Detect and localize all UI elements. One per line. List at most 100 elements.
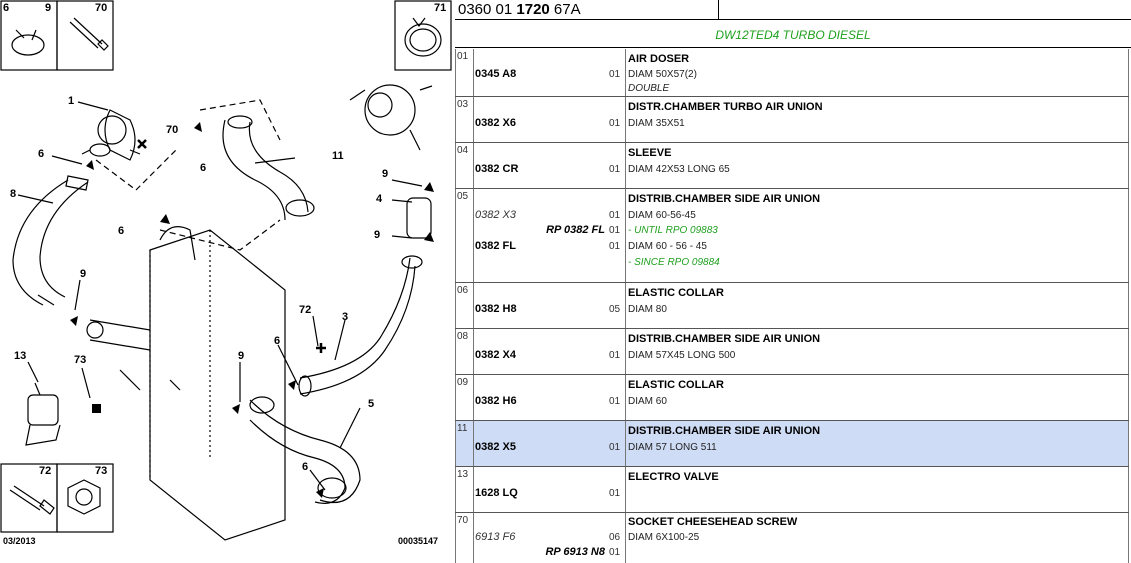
part-code[interactable]: 0382 H8 (475, 303, 517, 315)
callout-9d: 9 (238, 350, 245, 362)
part-qty-2: 01 (609, 225, 621, 236)
part-row-04[interactable]: 04 0382 CR 01 SLEEVE DIAM 42X53 LONG 65 (455, 143, 1129, 189)
part-row-13[interactable]: 13 1628 LQ 01 ELECTRO VALVE (455, 467, 1129, 513)
diagram-reference: 00035147 (398, 536, 439, 546)
part-qty: 01 (609, 442, 621, 453)
corner-label-73: 73 (95, 465, 108, 477)
part-qty-3: 01 (609, 241, 621, 252)
callout-5: 5 (368, 398, 375, 410)
part-title: ELECTRO VALVE (628, 471, 719, 483)
part-code[interactable]: 1628 LQ (475, 487, 518, 499)
part-title: ELASTIC COLLAR (628, 379, 724, 391)
part-rpo[interactable]: RP 6913 N8 (545, 546, 605, 558)
callout-9a: 9 (382, 168, 389, 180)
part-qty: 05 (609, 304, 621, 315)
part-code[interactable]: 0382 FL (475, 240, 516, 252)
reference-number: 0360 01 1720 67A (458, 1, 581, 18)
part-sub: DIAM 57 LONG 511 (628, 442, 717, 453)
callout-3: 3 (342, 311, 349, 323)
callout-6a: 6 (38, 148, 45, 160)
line-number: 11 (457, 423, 468, 434)
part-qty: 01 (609, 164, 621, 175)
parts-list: 0360 01 1720 67A DW12TED4 TURBO DIESEL 0… (455, 0, 1131, 563)
part-sub3: DIAM 60 - 56 - 45 (628, 241, 707, 252)
part-row-05[interactable]: 05 0382 X3 RP 0382 FL 0382 FL 01 01 01 D… (455, 189, 1129, 283)
engine-label: DW12TED4 TURBO DIESEL (715, 28, 871, 42)
diagram-date: 03/2013 (3, 536, 36, 546)
part-title: ELASTIC COLLAR (628, 287, 724, 299)
callout-4: 4 (376, 193, 383, 205)
corner-label-6: 6 (3, 2, 10, 14)
corner-box-collar (394, 0, 452, 71)
callout-73: 73 (74, 354, 87, 366)
part-title: SLEEVE (628, 147, 672, 159)
corner-box-screw (56, 0, 114, 71)
callout-6d: 6 (274, 335, 281, 347)
callout-9b: 9 (374, 229, 381, 241)
part-qty-1: 01 (609, 210, 621, 221)
corner-box-nut (56, 463, 114, 533)
callout-6b: 6 (200, 162, 207, 174)
part-code[interactable]: 0382 H6 (475, 395, 517, 407)
part-code-old[interactable]: 0382 X3 (475, 209, 516, 221)
callout-8: 8 (10, 188, 17, 200)
part-sub: DIAM 35X51 (628, 118, 685, 129)
line-number: 05 (457, 191, 469, 202)
part-qty: 01 (609, 69, 621, 80)
part-code[interactable]: 0382 X4 (475, 349, 516, 361)
part-row-09[interactable]: 09 0382 H6 01 ELASTIC COLLAR DIAM 60 (455, 375, 1129, 421)
callout-70: 70 (166, 124, 179, 136)
part-sub: DIAM 80 (628, 304, 667, 315)
part-sub: DIAM 60 (628, 396, 667, 407)
part-code-old[interactable]: 6913 F6 (475, 531, 516, 543)
part-since: - SINCE RPO 09884 (628, 257, 720, 268)
callout-6c: 6 (118, 225, 125, 237)
callout-72: 72 (299, 304, 312, 316)
engine-header: DW12TED4 TURBO DIESEL (455, 20, 1131, 48)
part-title: DISTR.CHAMBER TURBO AIR UNION (628, 101, 823, 113)
line-number: 13 (457, 469, 469, 480)
part-code[interactable]: 0382 X6 (475, 117, 516, 129)
line-number: 70 (457, 515, 469, 526)
corner-label-70: 70 (95, 2, 108, 14)
part-row-70[interactable]: 70 6913 F6 RP 6913 N8 06 01 SOCKET CHEES… (455, 513, 1129, 563)
part-sub: DIAM 42X53 LONG 65 (628, 164, 730, 175)
part-title: SOCKET CHEESEHEAD SCREW (628, 516, 798, 528)
callout-6e: 6 (302, 461, 309, 473)
part-title: AIR DOSER (628, 53, 690, 65)
reference-header: 0360 01 1720 67A (455, 0, 1131, 20)
part-qty: 01 (609, 350, 621, 361)
part-qty: 01 (609, 396, 621, 407)
part-sub: DIAM 6X100-25 (628, 532, 700, 543)
callout-11: 11 (332, 150, 344, 162)
callout-13: 13 (14, 350, 27, 362)
line-number: 04 (457, 145, 469, 156)
part-title: DISTRIB.CHAMBER SIDE AIR UNION (628, 333, 821, 345)
line-number: 06 (457, 285, 469, 296)
corner-label-9: 9 (45, 2, 52, 14)
part-code[interactable]: 0345 A8 (475, 68, 517, 80)
part-qty: 01 (609, 118, 621, 129)
part-sub: DIAM 50X57(2) (628, 69, 697, 80)
part-title: DISTRIB.CHAMBER SIDE AIR UNION (628, 425, 821, 437)
part-row-03[interactable]: 03 0382 X6 01 DISTR.CHAMBER TURBO AIR UN… (455, 97, 1129, 143)
part-qty-2: 01 (609, 547, 621, 558)
callout-1: 1 (68, 95, 75, 107)
part-row-08[interactable]: 08 0382 X4 01 DISTRIB.CHAMBER SIDE AIR U… (455, 329, 1129, 375)
part-qty: 01 (609, 488, 621, 499)
part-code[interactable]: 0382 X5 (475, 441, 516, 453)
part-code[interactable]: 0382 CR (475, 163, 519, 175)
part-row-11[interactable]: 11 0382 X5 01 DISTRIB.CHAMBER SIDE AIR U… (455, 421, 1129, 467)
part-sub2: DOUBLE (628, 83, 670, 94)
part-title: DISTRIB.CHAMBER SIDE AIR UNION (628, 193, 821, 205)
corner-label-71: 71 (434, 2, 447, 14)
exploded-diagram: 6 9 70 71 72 73 1 70 6 6 8 6 11 9 4 9 9 … (0, 0, 452, 563)
diagram-drawing (0, 0, 452, 541)
part-sub: DIAM 57X45 LONG 500 (628, 350, 736, 361)
part-rpo[interactable]: RP 0382 FL (546, 224, 605, 236)
part-sub: DIAM 60-56-45 (628, 210, 696, 221)
part-row-06[interactable]: 06 0382 H8 05 ELASTIC COLLAR DIAM 80 (455, 283, 1129, 329)
line-number: 09 (457, 377, 469, 388)
corner-label-72: 72 (39, 465, 52, 477)
part-row-01[interactable]: 01 0345 A8 01 AIR DOSER DIAM 50X57(2) DO… (455, 49, 1129, 97)
